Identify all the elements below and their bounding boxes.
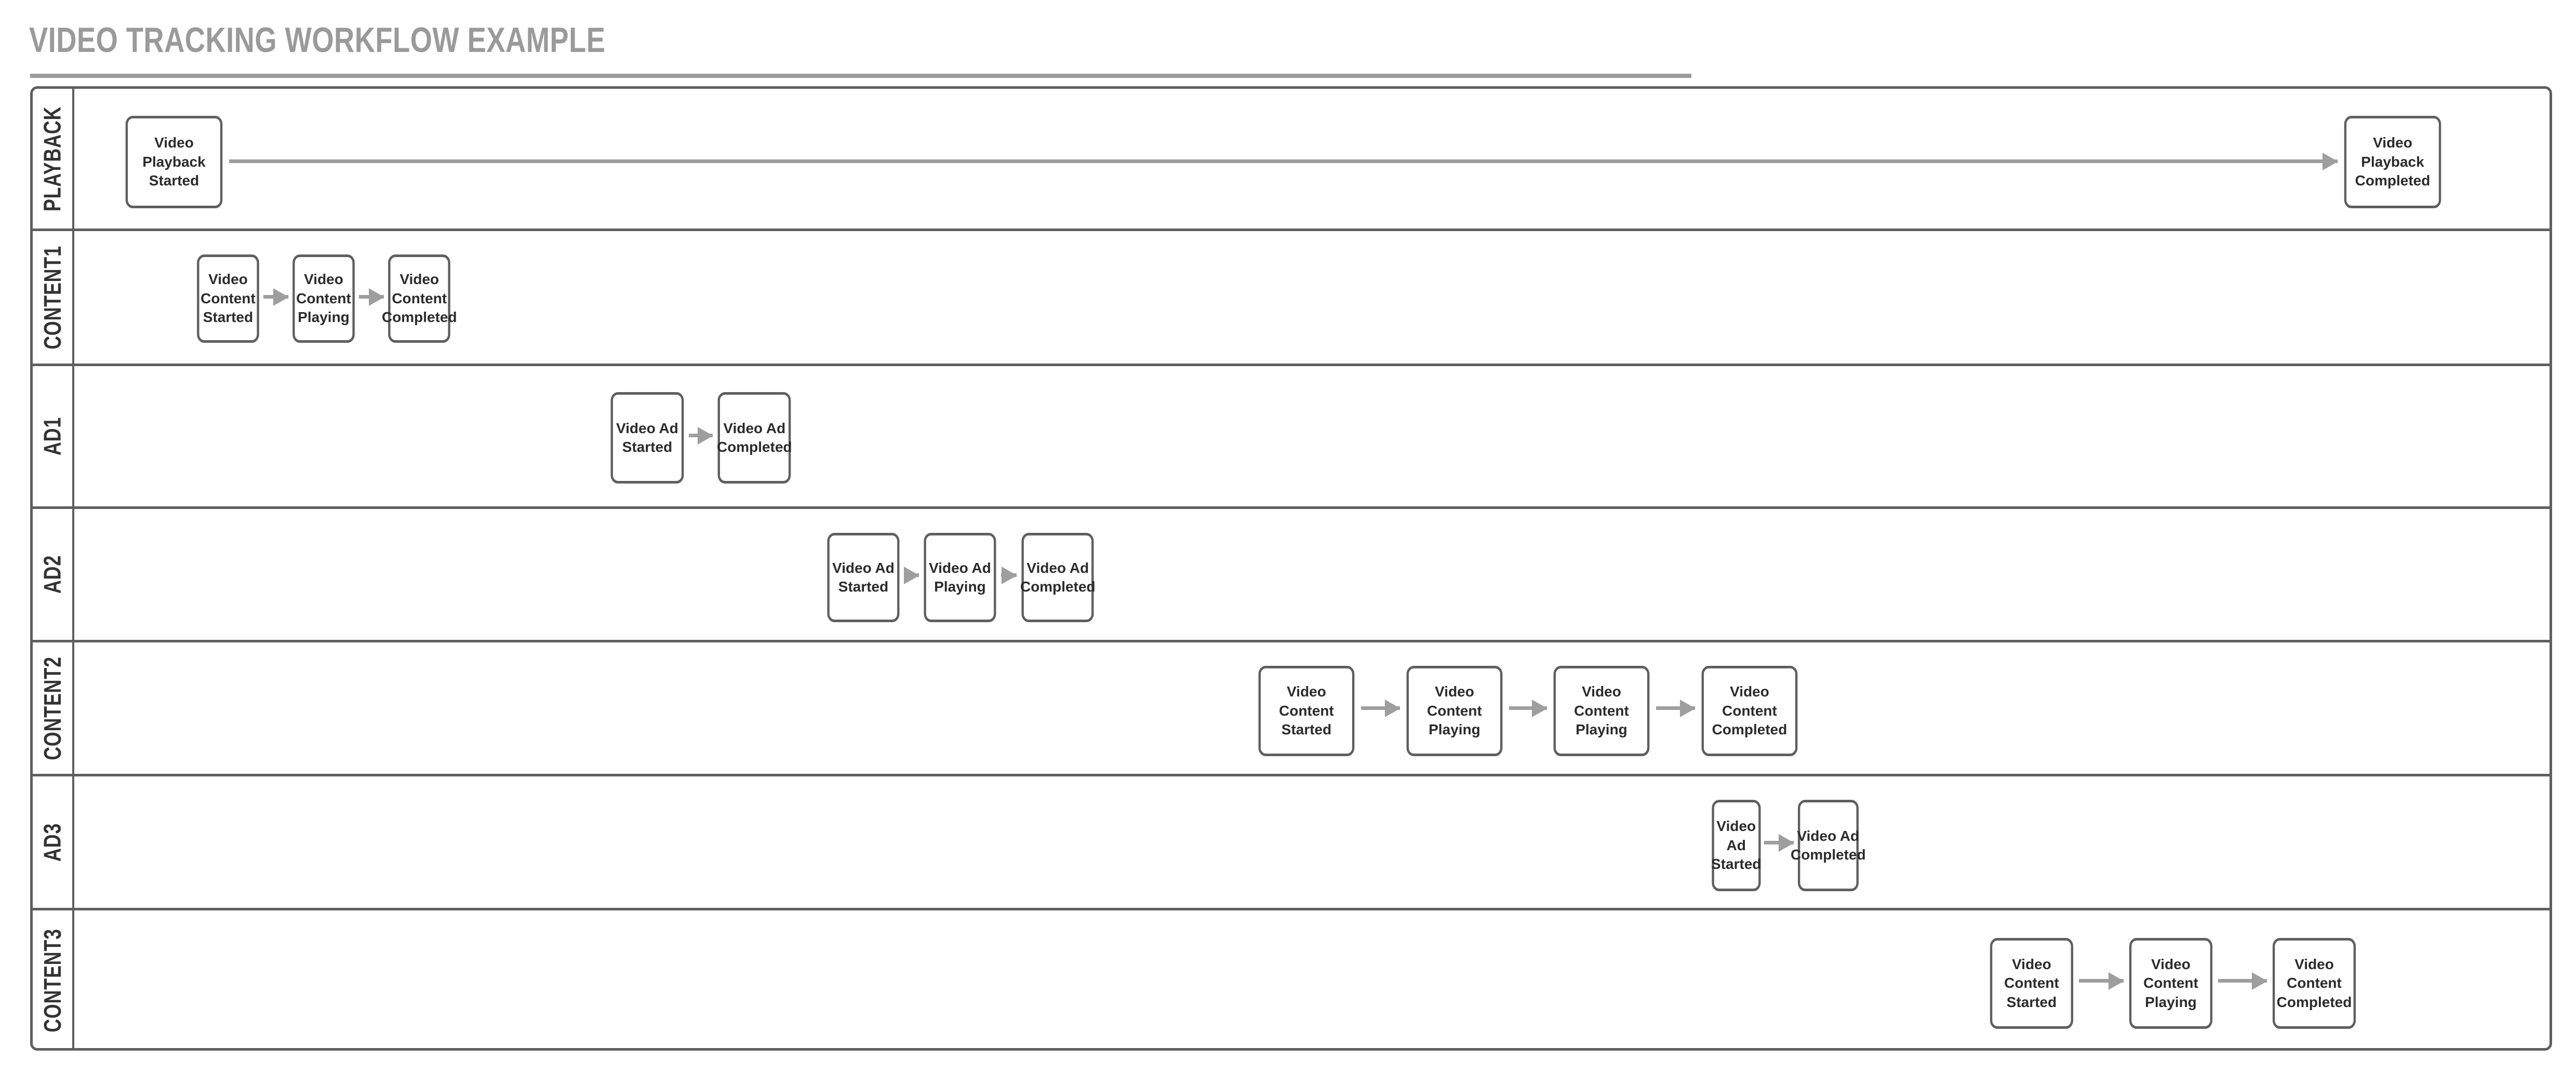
lane-label: CONTENT3	[39, 929, 66, 1032]
flow-node[interactable]: Video Content Started	[1990, 938, 2074, 1029]
flow-node[interactable]: Video Ad Started	[610, 392, 684, 484]
lane-label: AD3	[39, 823, 66, 862]
flow-node[interactable]: Video Ad Completed	[1020, 533, 1096, 622]
flow-node[interactable]: Video Playback Completed	[2344, 116, 2441, 208]
flow-node[interactable]: Video Content Playing	[292, 254, 355, 343]
lane-header-ad1: AD1	[33, 366, 74, 506]
flow-arrow	[1361, 706, 1400, 710]
flow-arrow	[1001, 573, 1017, 577]
lane-body-content3: Video Content Started Video Content Playi…	[74, 910, 2550, 1051]
flow-node[interactable]: Video Content Started	[197, 254, 259, 343]
flow-arrow	[1509, 706, 1547, 710]
flow-node[interactable]: Video Ad Completed	[1791, 800, 1866, 891]
lane-label: PLAYBACK	[39, 106, 66, 211]
flow-arrow	[689, 434, 713, 437]
lane-body-content1: Video Content Started Video Content Playi…	[74, 231, 2550, 364]
lane-body-ad3: Video Ad Started Video Ad Completed	[74, 776, 2550, 908]
flow-node-label: Video Ad Completed	[1020, 559, 1096, 595]
flow-node[interactable]: Video Ad Started	[827, 533, 900, 622]
swimlane-ad3: AD3 Video Ad Started Video Ad Completed	[33, 776, 2550, 910]
lane-body-ad2: Video Ad Started Video Ad Playing Video Ad…	[74, 509, 2550, 640]
flow-arrow	[229, 159, 2338, 163]
flow-node-label: Video Content Started	[201, 271, 256, 326]
flow-node-label: Video Content Playing	[1574, 683, 1629, 738]
flow-node-label: Video Ad Completed	[716, 420, 792, 455]
flow-node[interactable]: Video Playback Started	[125, 116, 223, 208]
lane-header-playback: PLAYBACK	[33, 89, 74, 229]
flow-arrow	[359, 295, 384, 299]
page-title: VIDEO TRACKING WORKFLOW EXAMPLE	[29, 20, 606, 60]
flow-node-label: Video Content Playing	[296, 271, 351, 326]
flow-node-label: Video Ad Started	[832, 559, 895, 595]
lane-body-ad1: Video Ad Started Video Ad Completed	[74, 366, 2550, 506]
flow-node[interactable]: Video Content Playing	[1406, 666, 1503, 756]
flow-node[interactable]: Video Ad Started	[1711, 800, 1761, 891]
lane-body-content2: Video Content Started Video Content Playi…	[74, 642, 2550, 774]
lane-body-playback: Video Playback Started Video Playback Com…	[74, 89, 2550, 229]
flow-node[interactable]: Video Content Started	[1258, 666, 1355, 756]
flow-arrow	[263, 295, 288, 299]
flow-node-label: Video Ad Playing	[929, 559, 991, 595]
lane-label: AD1	[39, 417, 66, 456]
flow-node[interactable]: Video Content Completed	[1701, 666, 1798, 756]
flow-node-label: Video Playback Completed	[2355, 135, 2431, 189]
flow-arrow	[904, 573, 919, 577]
flow-node[interactable]: Video Ad Playing	[924, 533, 996, 622]
flow-node-label: Video Ad Started	[1711, 818, 1761, 873]
flow-arrow	[2079, 979, 2124, 983]
flow-node[interactable]: Video Content Playing	[1553, 666, 1650, 756]
flow-node[interactable]: Video Content Completed	[382, 254, 457, 343]
flow-node[interactable]: Video Content Completed	[2272, 938, 2356, 1029]
flow-node-label: Video Content Started	[2004, 956, 2059, 1010]
lane-header-ad2: AD2	[33, 509, 74, 640]
flow-node[interactable]: Video Ad Completed	[716, 392, 792, 484]
lane-header-ad3: AD3	[33, 776, 74, 908]
flow-node-label: Video Content Completed	[2276, 956, 2352, 1010]
flow-arrow	[1656, 706, 1695, 710]
lane-label: AD2	[39, 555, 66, 594]
flow-node-label: Video Ad Started	[616, 420, 678, 455]
lane-label: CONTENT1	[39, 245, 66, 350]
flow-node-label: Video Content Completed	[1712, 683, 1787, 738]
flow-node-label: Video Playback Started	[142, 135, 206, 189]
flow-node-label: Video Content Playing	[2143, 956, 2198, 1010]
flow-node-label: Video Content Started	[1279, 683, 1334, 738]
flow-arrow	[2218, 979, 2267, 983]
flow-arrow	[1764, 841, 1794, 844]
lane-label: CONTENT2	[39, 656, 66, 760]
lane-header-content3: CONTENT3	[33, 910, 74, 1051]
swimlane-ad1: AD1 Video Ad Started Video Ad Completed	[33, 366, 2550, 509]
flow-node-label: Video Content Completed	[381, 271, 457, 326]
lane-header-content2: CONTENT2	[33, 642, 74, 774]
flow-node-label: Video Content Playing	[1427, 683, 1482, 738]
title-divider	[30, 74, 1691, 78]
lane-header-content1: CONTENT1	[33, 231, 74, 364]
flow-node-label: Video Ad Completed	[1791, 827, 1866, 863]
flow-node[interactable]: Video Content Playing	[2129, 938, 2213, 1029]
